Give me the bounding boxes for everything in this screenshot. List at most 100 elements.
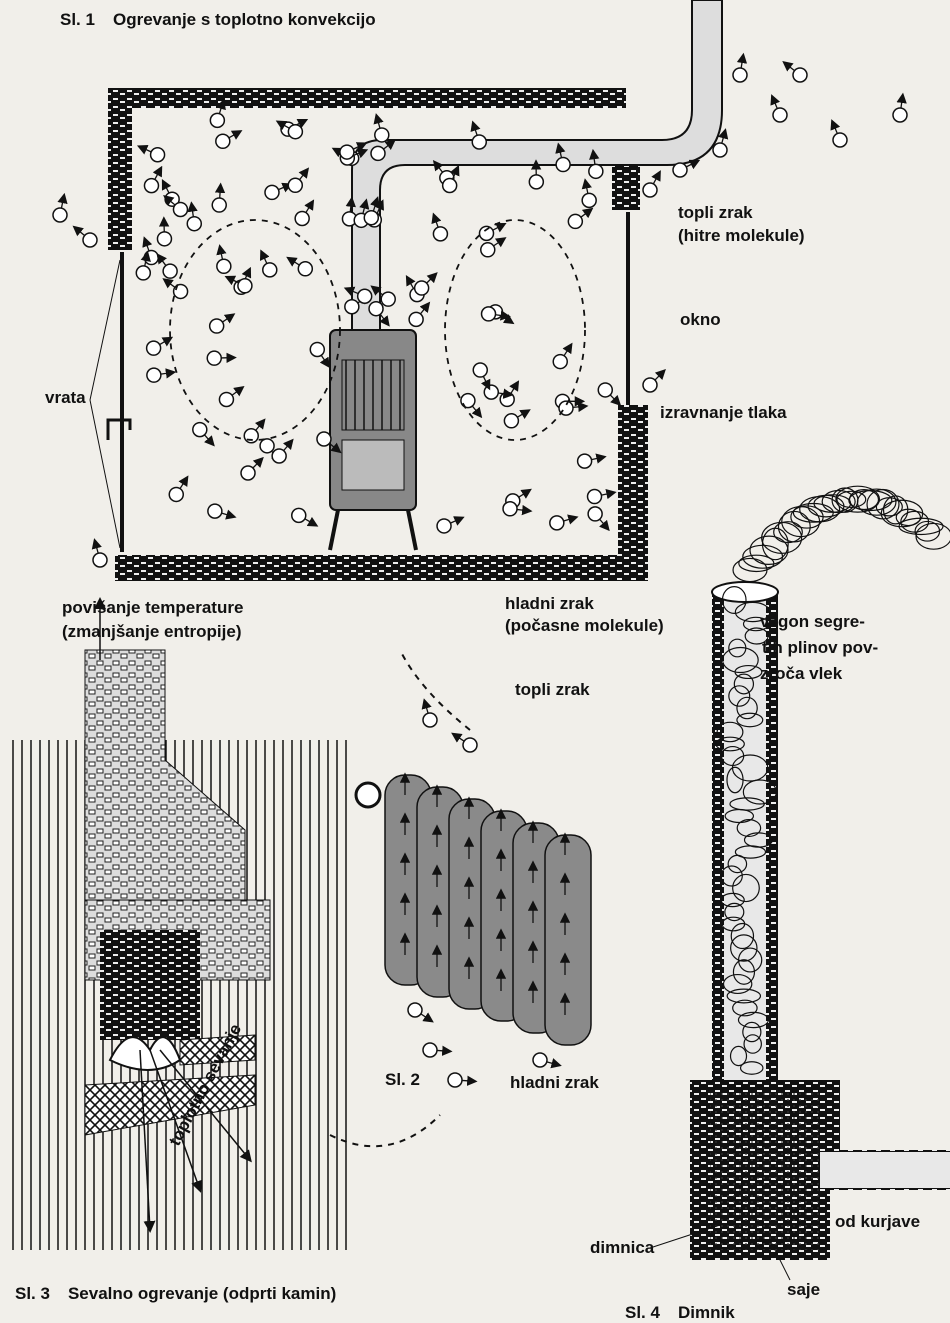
- molecule: [93, 541, 107, 567]
- molecule: [216, 131, 240, 148]
- molecule: [643, 371, 664, 392]
- molecule: [241, 459, 262, 480]
- molecule: [437, 518, 462, 533]
- room-left-wall-upper: [108, 88, 132, 250]
- molecule: [550, 516, 576, 530]
- figure3-title: Sevalno ogrevanje (odprti kamin): [68, 1284, 336, 1303]
- molecule: [533, 1053, 559, 1067]
- molecule: [582, 181, 596, 208]
- label-temperature-rise-note: (zmanjšanje entropije): [62, 622, 241, 642]
- smoke-swirl: [916, 523, 950, 549]
- molecule: [187, 204, 201, 231]
- molecule: [217, 247, 231, 274]
- molecule: [147, 368, 174, 382]
- label-from-furnace: od kurjave: [835, 1212, 920, 1232]
- molecule: [578, 454, 605, 468]
- figure1-caption: Sl. 1 Ogrevanje s toplotno konvekcijo: [60, 10, 376, 30]
- molecule: [207, 351, 234, 365]
- door-handle: [108, 420, 130, 440]
- molecule: [147, 338, 171, 355]
- molecule: [553, 345, 571, 369]
- smoke-swirl: [762, 522, 802, 553]
- molecule: [784, 63, 807, 82]
- figure4-number: Sl. 4: [625, 1303, 660, 1322]
- molecule: [375, 116, 389, 142]
- molecule: [208, 504, 234, 518]
- molecule: [893, 95, 907, 122]
- label-door: vrata: [45, 388, 86, 408]
- molecule: [295, 202, 313, 226]
- label-warm-air: topli zrak: [678, 203, 753, 223]
- figure2-radiator: [330, 650, 591, 1146]
- label-draft-2: tih plinov pov-: [762, 638, 878, 658]
- smoke-swirl: [762, 528, 788, 559]
- radiator-fin: [545, 835, 591, 1045]
- label-draft-1: vzgon segre-: [760, 612, 865, 632]
- molecule: [423, 701, 437, 727]
- molecule: [598, 383, 619, 404]
- label-pressure-equalization: izravnanje tlaka: [660, 403, 787, 423]
- molecule: [53, 195, 67, 222]
- molecule: [453, 734, 477, 752]
- molecule: [210, 315, 234, 333]
- molecule: [158, 255, 177, 278]
- molecule: [733, 55, 747, 82]
- molecule: [472, 123, 486, 149]
- label-flue: dimnica: [590, 1238, 654, 1258]
- label-radiator-warm-air: topli zrak: [515, 680, 590, 700]
- label-draft-3: zroča vlek: [760, 664, 842, 684]
- figure3-fireplace: [10, 600, 350, 1250]
- smoke-swirl: [733, 558, 767, 581]
- molecule: [169, 478, 187, 502]
- molecule: [643, 172, 660, 197]
- molecule: [568, 209, 591, 228]
- molecule: [227, 277, 252, 293]
- room-floor: [115, 555, 648, 581]
- label-temperature-rise: povišanje temperature: [62, 598, 243, 618]
- molecule: [559, 401, 586, 415]
- label-cold-air-note: (počasne molekule): [505, 616, 664, 636]
- figure3-caption: Sl. 3 Sevalno ogrevanje (odprti kamin): [15, 1284, 336, 1304]
- molecule: [288, 169, 307, 192]
- molecule: [75, 227, 97, 247]
- molecule: [408, 1003, 432, 1021]
- room-ceiling-wall: [108, 88, 626, 108]
- door-pointer: [90, 260, 120, 548]
- molecule: [473, 363, 489, 388]
- radiator-valve: [356, 783, 380, 807]
- molecule: [193, 423, 213, 445]
- molecule: [212, 185, 226, 212]
- molecule: [448, 1073, 475, 1087]
- molecule: [415, 274, 436, 295]
- label-cold-air: hladni zrak: [505, 594, 594, 614]
- molecule: [433, 215, 447, 241]
- stove: [330, 330, 416, 550]
- molecule: [588, 490, 615, 504]
- molecule: [219, 388, 242, 407]
- molecule: [157, 219, 171, 246]
- molecule: [288, 258, 312, 276]
- molecule: [423, 1043, 450, 1057]
- molecule: [588, 507, 608, 529]
- figure1-number: Sl. 1: [60, 10, 95, 29]
- molecule: [480, 224, 505, 240]
- molecule: [310, 342, 328, 366]
- molecule: [144, 168, 161, 193]
- label-warm-air-note: (hitre molekule): [678, 226, 805, 246]
- room-right-wall-lower: [618, 405, 648, 581]
- figure3-number: Sl. 3: [15, 1284, 50, 1303]
- figure4-chimney: [650, 486, 950, 1280]
- stovepipe: [352, 0, 722, 330]
- figure2-number: Sl. 2: [385, 1070, 420, 1090]
- molecule: [832, 122, 847, 147]
- label-radiator-cold-air: hladni zrak: [510, 1073, 599, 1093]
- molecule: [504, 411, 528, 428]
- figure1-title: Ogrevanje s toplotno konvekcijo: [113, 10, 376, 29]
- molecule: [481, 239, 505, 257]
- molecule: [265, 185, 290, 200]
- molecule: [139, 147, 164, 162]
- molecule: [409, 304, 428, 327]
- molecule: [772, 97, 787, 122]
